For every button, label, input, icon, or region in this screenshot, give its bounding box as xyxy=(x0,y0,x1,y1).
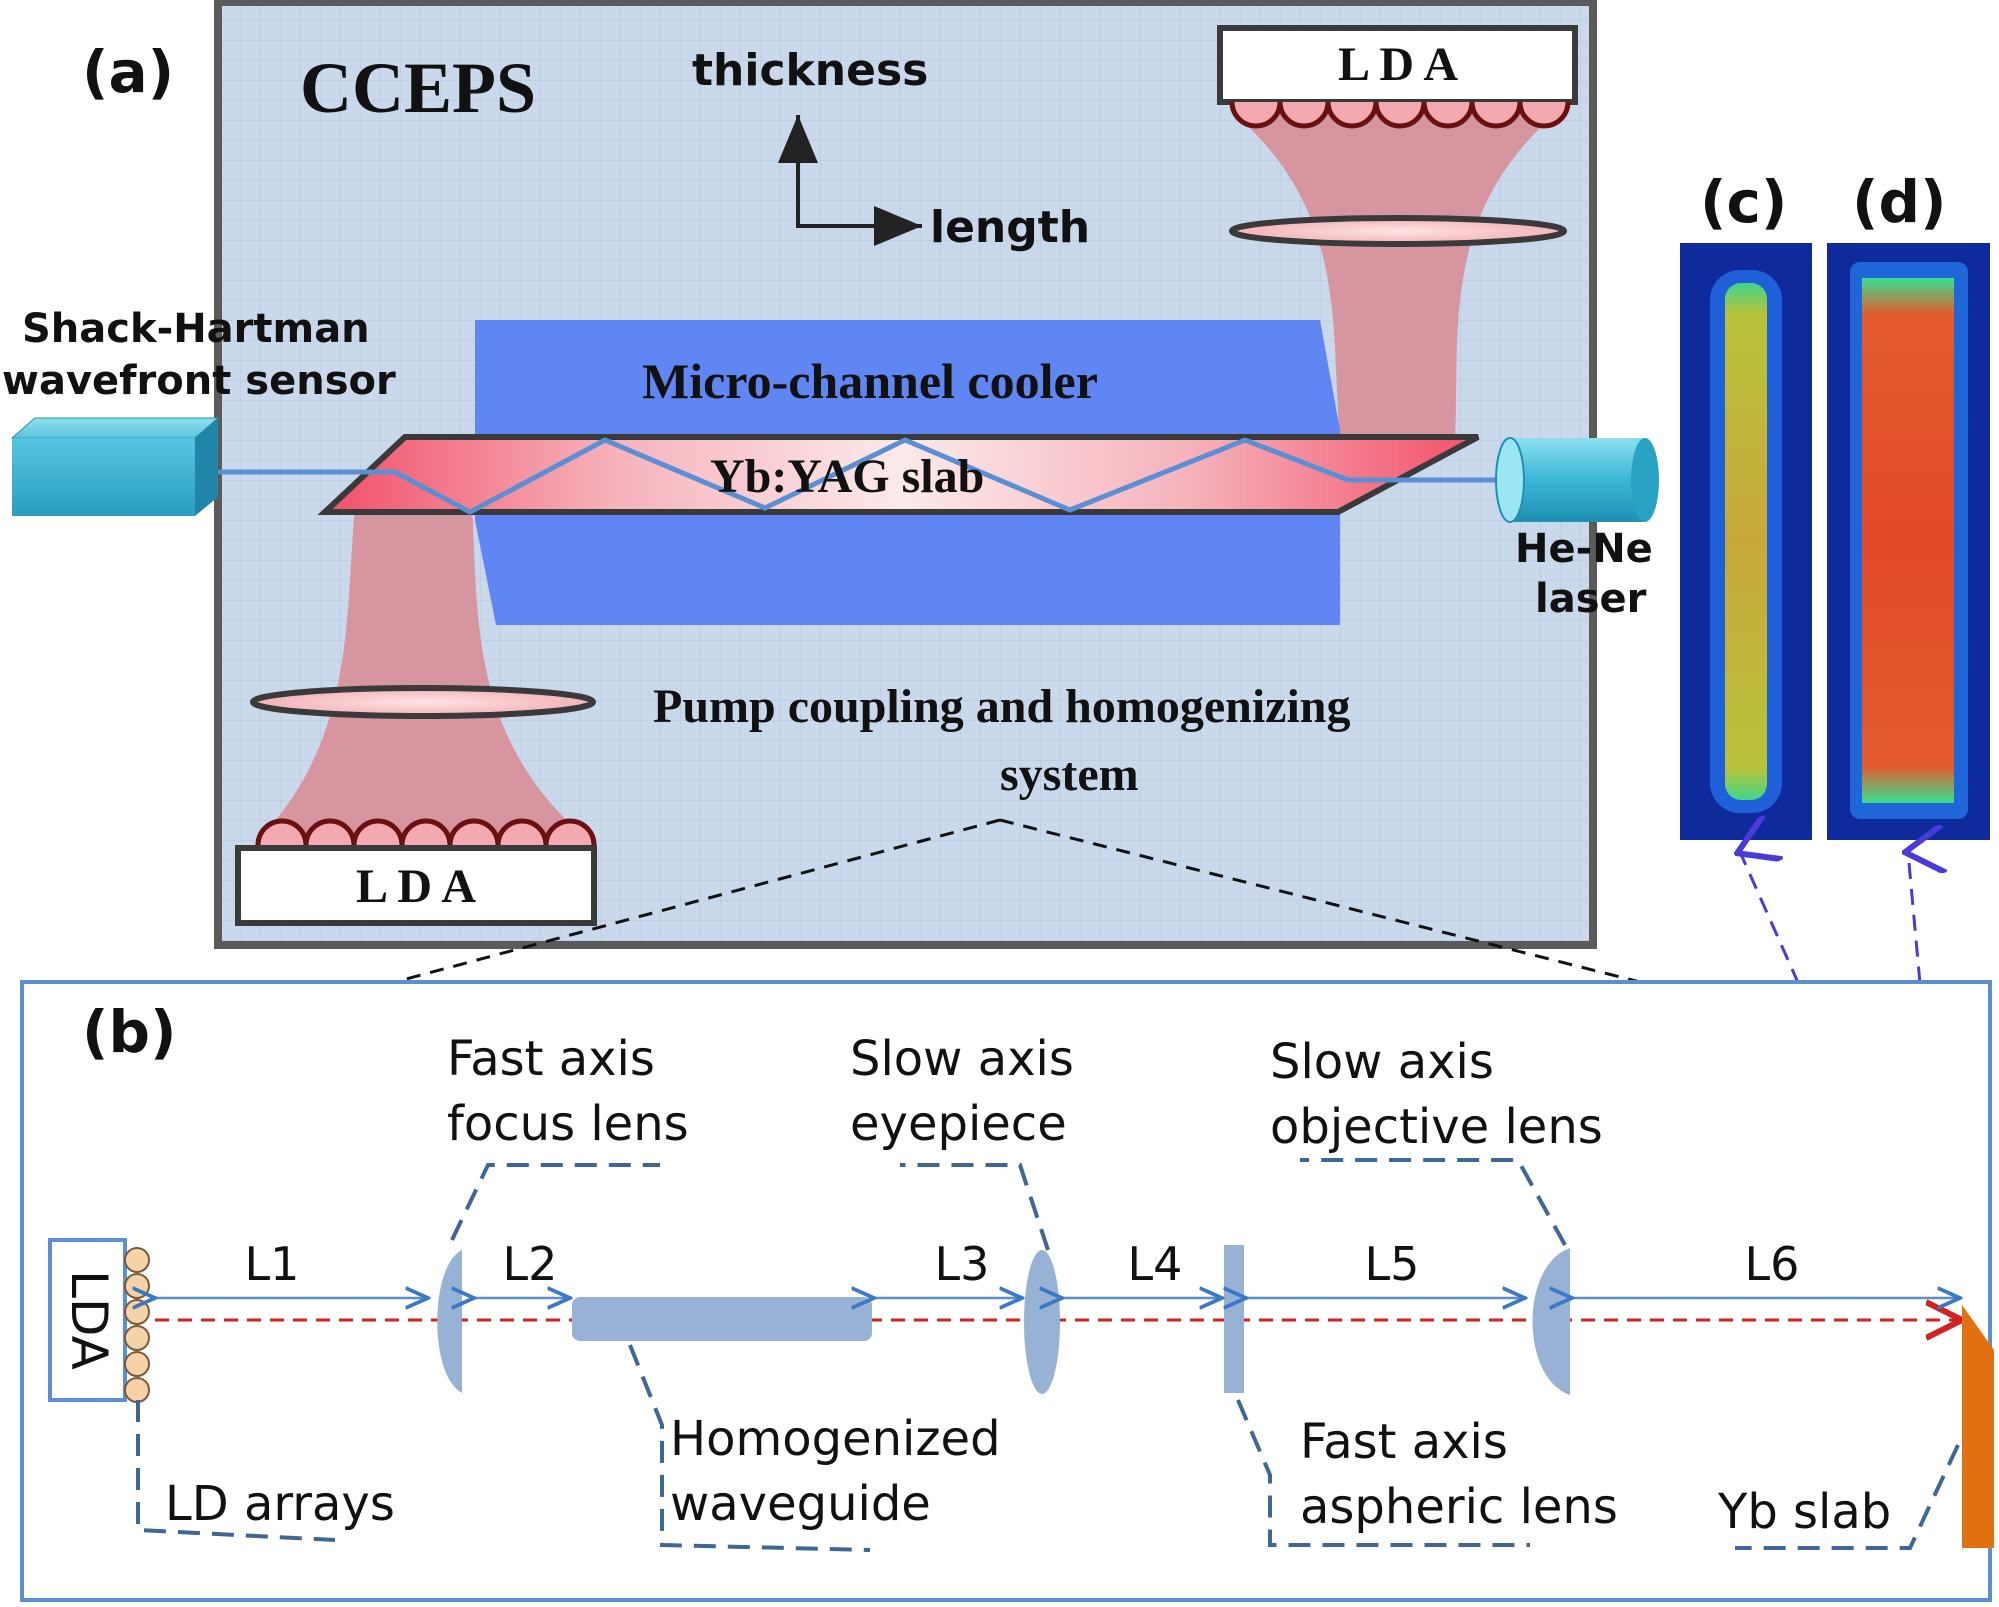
axis-thickness-label: thickness xyxy=(692,45,928,96)
ld-arrays-label: LD arrays xyxy=(165,1476,395,1532)
fast-axis-focus-label-line2: focus lens xyxy=(447,1096,689,1152)
lda-bottom: L D A xyxy=(235,818,597,926)
slow-axis-objective-label-line1: Slow axis xyxy=(1270,1034,1494,1090)
slow-axis-objective-lens xyxy=(1532,1248,1570,1395)
aspheric-label-line2: aspheric lens xyxy=(1300,1479,1618,1535)
yb-slab-target xyxy=(1962,1305,1994,1548)
fast-axis-aspheric-lens xyxy=(1224,1245,1244,1393)
profile-c-core xyxy=(1725,283,1767,800)
slab-label: Yb:YAG slab xyxy=(710,450,984,503)
slow-axis-objective-label-line2: objective lens xyxy=(1270,1099,1603,1155)
lda-source-box xyxy=(48,1238,127,1402)
slow-axis-eyepiece-lens xyxy=(1024,1250,1060,1394)
segment-l5: L5 xyxy=(1365,1237,1420,1291)
lda-source-label: LDA xyxy=(60,1270,118,1370)
yb-slab-label: Yb slab xyxy=(1717,1484,1891,1540)
he-ne-laser xyxy=(1495,437,1659,523)
panel-c: (c) xyxy=(1680,168,1812,840)
laser-label-line2: laser xyxy=(1535,576,1647,622)
segment-l2: L2 xyxy=(503,1237,558,1291)
zoom-line-left xyxy=(394,818,1001,984)
segment-l1: L1 xyxy=(245,1237,300,1291)
fast-axis-focus-label-line1: Fast axis xyxy=(447,1031,655,1087)
lda-top: L D A xyxy=(1217,25,1578,129)
cceps-title: CCEPS xyxy=(300,48,536,128)
pump-lens-top xyxy=(1229,215,1567,247)
panel-c-label: (c) xyxy=(1700,168,1787,236)
pump-system-line2: system xyxy=(1000,748,1139,801)
segment-l3: L3 xyxy=(935,1237,990,1291)
panel-b: (b) LDA L1 L2 L3 L4 L5 L6 xyxy=(20,980,1994,1602)
segment-l6: L6 xyxy=(1745,1237,1800,1291)
segment-l4: L4 xyxy=(1128,1237,1183,1291)
leader-lines xyxy=(136,1158,1960,1552)
sensor-label-line2: wavefront sensor xyxy=(2,358,396,404)
lda-top-label: L D A xyxy=(1338,38,1458,91)
profile-d-core xyxy=(1862,278,1954,803)
probe-beam-zigzag xyxy=(212,437,1500,515)
pump-lens-bottom xyxy=(250,685,596,719)
panel-d: (d) xyxy=(1827,168,1990,840)
laser-label-line1: He-Ne xyxy=(1515,526,1653,572)
panel-a: L D A L D A (a) CCEPS thickness length M… xyxy=(2,0,1659,949)
lda-bottom-label: L D A xyxy=(356,860,476,913)
pump-beam-bottom xyxy=(258,505,588,840)
homogenized-waveguide xyxy=(572,1297,872,1341)
fast-axis-focus-lens xyxy=(437,1250,462,1393)
panel-b-label: (b) xyxy=(82,998,177,1066)
aspheric-label-line1: Fast axis xyxy=(1300,1414,1508,1470)
panel-d-label: (d) xyxy=(1852,168,1947,236)
slow-axis-eyepiece-label-line1: Slow axis xyxy=(850,1031,1074,1087)
waveguide-label-line1: Homogenized xyxy=(670,1411,1001,1467)
axis-length-label: length xyxy=(930,202,1090,253)
waveguide-label-line2: waveguide xyxy=(670,1476,931,1532)
yb-yag-slab xyxy=(317,434,1480,515)
pump-system-line1: Pump coupling and homogenizing xyxy=(653,680,1351,733)
wavefront-sensor-box xyxy=(10,417,220,516)
panel-a-label: (a) xyxy=(82,38,174,106)
slow-axis-eyepiece-label-line2: eyepiece xyxy=(850,1096,1067,1152)
cooler-label: Micro-channel cooler xyxy=(642,353,1098,409)
sensor-label-line1: Shack-Hartman xyxy=(22,306,370,352)
pump-beam-top xyxy=(1230,110,1560,440)
